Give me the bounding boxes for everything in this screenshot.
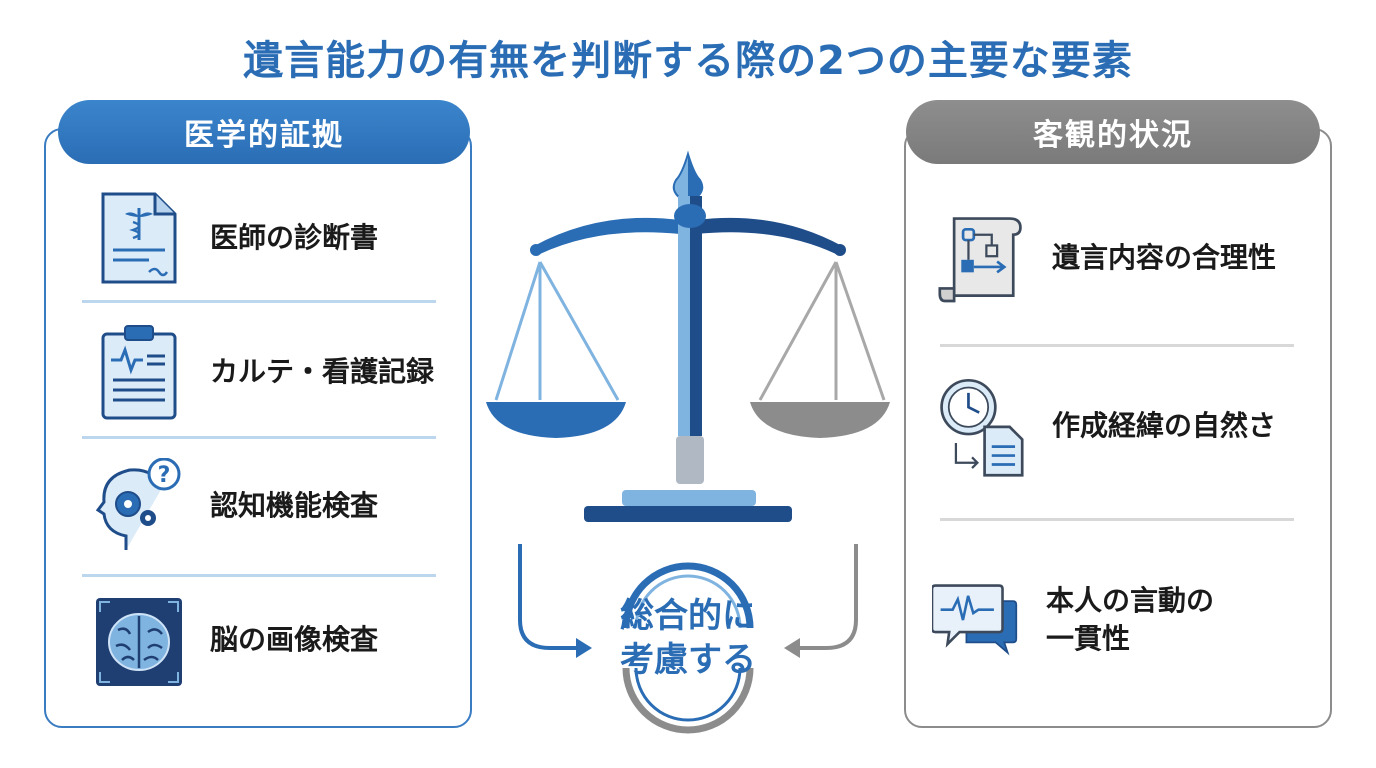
list-item-cognitive-test: ? 認知機能検査 [96,458,378,554]
item-label: 脳の画像検査 [210,623,379,657]
head-gears-icon: ? [96,458,182,554]
clipboard-chart-icon [96,324,182,420]
medical-evidence-heading: 医学的証拠 [58,100,470,164]
consider-line2: 考慮する [620,640,756,681]
consider-text: 総合的に 考慮する [598,594,778,682]
item-label: 作成経緯の自然さ [1052,409,1277,443]
brain-scan-icon [96,592,182,688]
item-label-line1: 本人の言動の [1046,584,1215,618]
objective-situation-heading: 客観的状況 [906,100,1320,164]
divider [82,436,436,439]
consider-circle [622,562,754,734]
divider [82,574,436,577]
item-label: 本人の言動の 一貫性 [1046,582,1214,658]
page-title: 遺言能力の有無を判断する際の2つの主要な要素 [243,38,1133,84]
list-item-brain-imaging: 脳の画像検査 [96,592,378,688]
scroll-flowchart-icon [938,210,1024,306]
divider [82,300,436,303]
clock-document-icon [938,378,1024,477]
list-item-doctor-certificate: 医師の診断書 [96,190,378,286]
item-label: 認知機能検査 [210,489,379,523]
item-label: 遺言内容の合理性 [1052,241,1277,275]
divider [940,344,1294,347]
right-arrow-icon [784,544,858,658]
divider [940,518,1294,521]
balance-scale-icon [486,150,890,522]
item-label: カルテ・看護記録 [210,355,435,389]
consider-line1: 総合的に [620,596,756,636]
list-item-creation-process: 作成経緯の自然さ [938,378,1277,477]
item-label: 医師の診断書 [210,221,379,255]
list-item-medical-records: カルテ・看護記録 [96,324,434,420]
list-item-will-rationality: 遺言内容の合理性 [938,210,1276,306]
list-item-consistency: 本人の言動の 一貫性 [932,572,1214,668]
svg-text:?: ? [158,463,171,488]
left-arrow-icon [518,544,592,658]
medical-certificate-icon [96,190,182,286]
speech-bubbles-icon [932,572,1018,668]
item-label-line2: 一貫性 [1046,622,1131,655]
